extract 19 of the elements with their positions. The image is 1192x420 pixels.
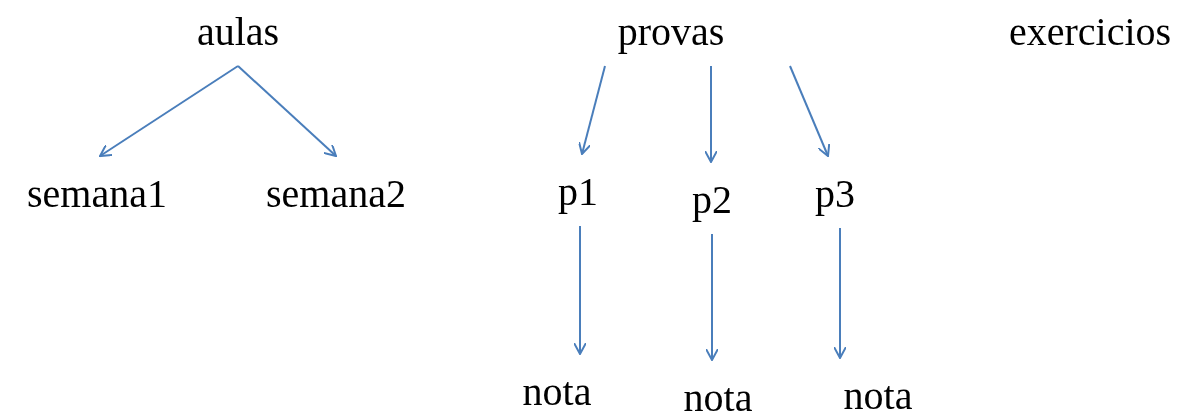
arrow [237, 65, 337, 157]
node-label: semana1 [27, 174, 167, 214]
node-label: semana2 [266, 174, 406, 214]
arrow [99, 65, 239, 157]
arrow [704, 65, 718, 163]
arrow [705, 233, 719, 361]
node-label: provas [617, 12, 725, 52]
node-label: p3 [815, 174, 855, 214]
node-label: nota [522, 372, 592, 412]
node-label: p1 [558, 172, 598, 212]
arrow [833, 227, 847, 359]
arrow [578, 65, 606, 155]
node-label: nota [843, 376, 913, 416]
node-label: nota [683, 378, 753, 418]
arrow [789, 65, 831, 157]
node-label: p2 [692, 180, 732, 220]
arrow [573, 225, 587, 355]
node-label: exercicios [1008, 12, 1172, 52]
node-label: aulas [196, 12, 280, 52]
